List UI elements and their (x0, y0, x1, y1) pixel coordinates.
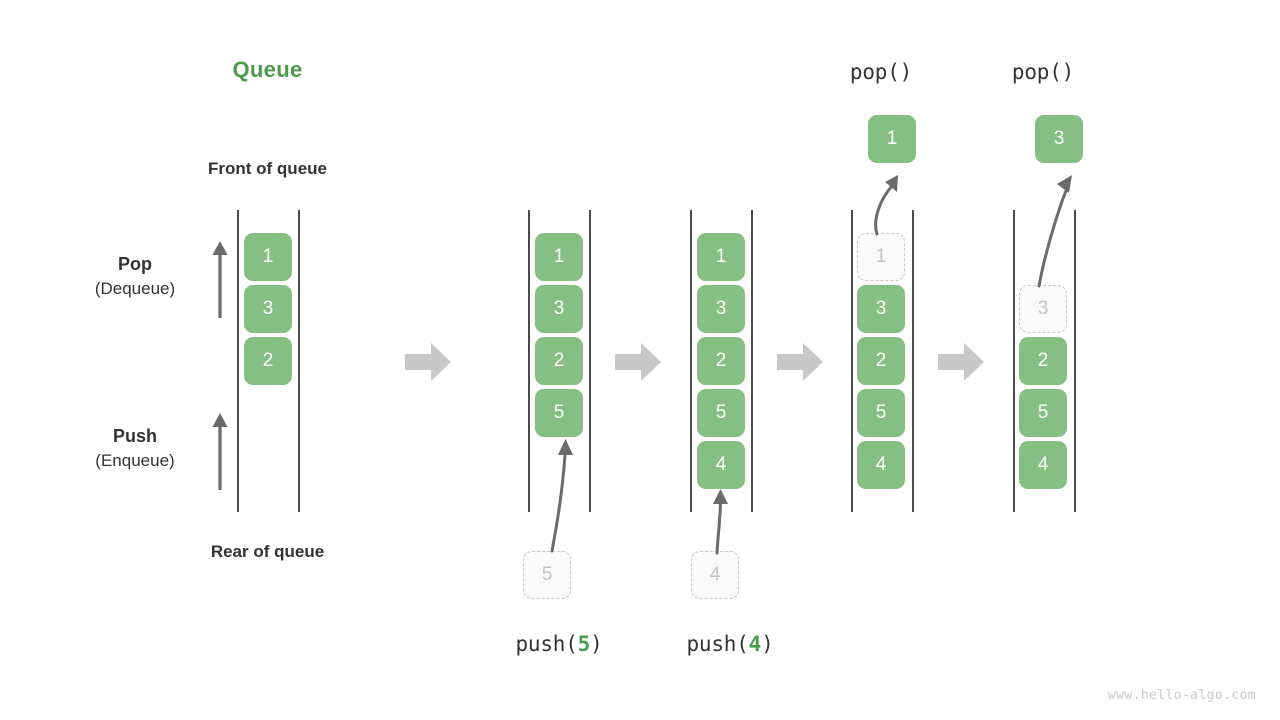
queue-box: 3 (535, 285, 583, 333)
dequeue-arrow-icon (874, 175, 898, 236)
pop-label-line1: Pop (118, 254, 152, 274)
push-5-prefix: push( (515, 632, 578, 656)
queue-box: 1 (697, 233, 745, 281)
push-operation-label: Push (Enqueue) (40, 424, 230, 474)
push-5-value: 5 (577, 632, 591, 656)
push-4-value: 4 (748, 632, 762, 656)
enqueue-arrow-icon (550, 439, 573, 553)
queue-box: 2 (535, 337, 583, 385)
front-of-queue-label: Front of queue (208, 159, 327, 178)
push-4-caption: push(4) (640, 632, 820, 656)
incoming-element-ghost-box: 4 (691, 551, 739, 599)
pop-operation-label: Pop (Dequeue) (40, 252, 230, 302)
queue-box: 2 (697, 337, 745, 385)
flow-arrow-icon (405, 343, 451, 381)
queue-box: 3 (857, 285, 905, 333)
push-direction-arrow-icon (212, 413, 228, 490)
push-label-line1: Push (112, 426, 157, 446)
queue-box: 3 (244, 285, 292, 333)
queue-box: 4 (857, 441, 905, 489)
queue-box: 2 (1019, 337, 1067, 385)
dequeue-arrow-icon (1037, 175, 1072, 288)
pop-label-line2: (Dequeue) (94, 279, 176, 298)
queue-rail-left (528, 210, 530, 512)
flow-arrow-icon (615, 343, 661, 381)
pop-direction-arrow-icon (212, 241, 228, 318)
queue-box: 1 (535, 233, 583, 281)
popped-element-box: 1 (868, 115, 916, 163)
queue-rail-right (298, 210, 300, 512)
queue-box: 4 (1019, 441, 1067, 489)
queue-box: 5 (535, 389, 583, 437)
queue-box: 5 (857, 389, 905, 437)
queue-box: 2 (857, 337, 905, 385)
queue-rail-right (1074, 210, 1076, 512)
queue-rail-left (1013, 210, 1015, 512)
page-title: Queue (232, 57, 303, 82)
enqueue-arrow-icon (713, 489, 728, 555)
queue-box: 2 (244, 337, 292, 385)
pop-1-caption: pop() (849, 60, 913, 84)
push-4-prefix: push( (686, 632, 749, 656)
queue-rail-right (912, 210, 914, 512)
queue-box: 5 (1019, 389, 1067, 437)
flow-arrow-icon (777, 343, 823, 381)
push-5-suffix: ) (590, 632, 603, 656)
queue-box: 4 (697, 441, 745, 489)
push-label-line2: (Enqueue) (95, 451, 175, 470)
queue-box: 3 (697, 285, 745, 333)
queue-rail-left (690, 210, 692, 512)
incoming-element-ghost-box: 5 (523, 551, 571, 599)
push-5-caption: push(5) (469, 632, 649, 656)
queue-box: 5 (697, 389, 745, 437)
flow-arrow-icon (938, 343, 984, 381)
queue-rail-right (589, 210, 591, 512)
queue-rail-right (751, 210, 753, 512)
queue-box: 1 (244, 233, 292, 281)
watermark: www.hello-algo.com (1107, 688, 1256, 703)
queue-rail-left (237, 210, 239, 512)
popped-element-box: 3 (1035, 115, 1083, 163)
pop-2-caption: pop() (1011, 60, 1075, 84)
queue-rail-left (851, 210, 853, 512)
vacated-slot-ghost-box: 3 (1019, 285, 1067, 333)
push-4-suffix: ) (761, 632, 774, 656)
vacated-slot-ghost-box: 1 (857, 233, 905, 281)
rear-of-queue-label: Rear of queue (210, 542, 325, 561)
